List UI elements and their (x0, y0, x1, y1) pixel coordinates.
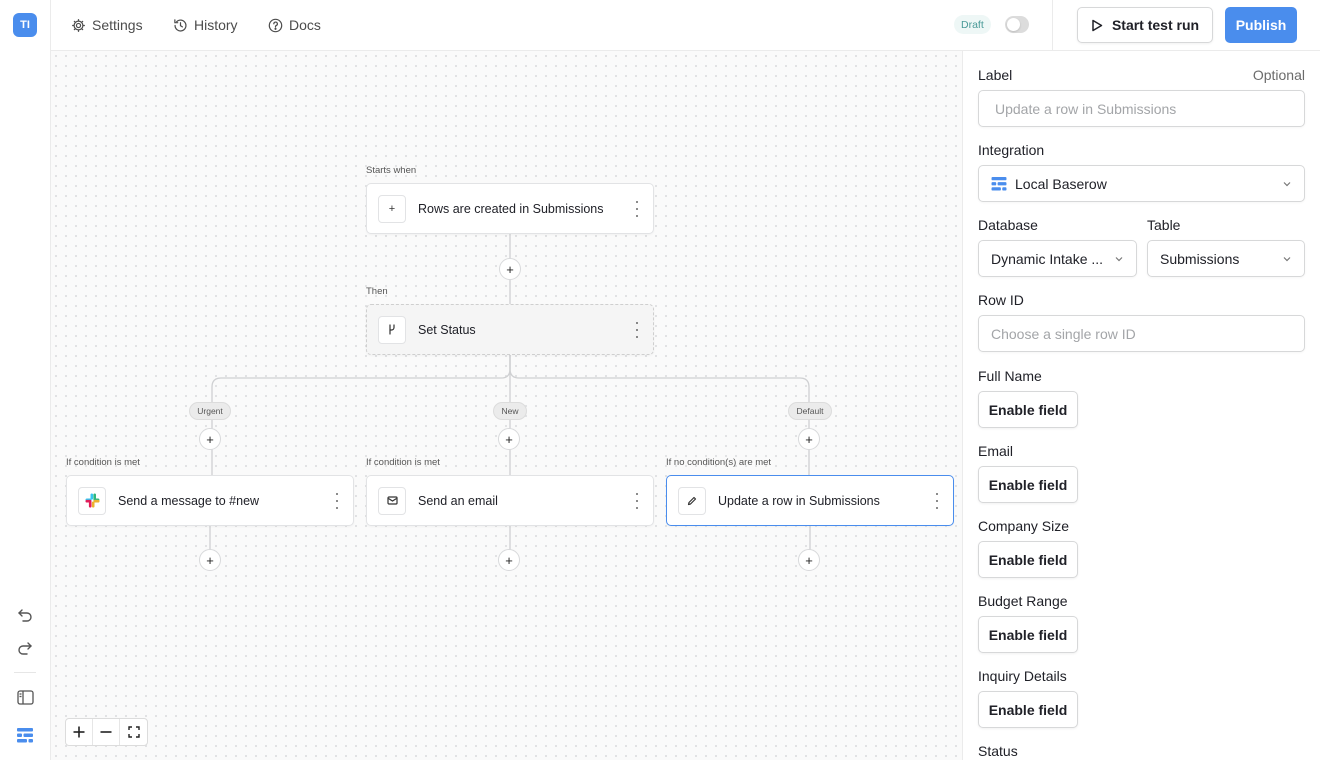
table-field-title: Table (1147, 217, 1181, 233)
draft-status-badge: Draft (954, 15, 991, 34)
router-caption: Then (366, 286, 388, 297)
label-field-title: Label (978, 67, 1013, 83)
settings-label: Settings (92, 17, 143, 33)
chevron-down-icon (1283, 257, 1291, 262)
branch-caption: If no condition(s) are met (666, 457, 772, 468)
integration-value: Local Baserow (1015, 175, 1107, 192)
label-input-placeholder: Update a row in Submissions (995, 100, 1177, 117)
history-link[interactable]: History (173, 15, 238, 35)
slack-icon (78, 486, 106, 515)
redo-icon[interactable] (14, 637, 36, 659)
enable-field-button[interactable]: Enable field (978, 616, 1078, 653)
play-icon (1092, 19, 1103, 31)
node-settings-panel: Label Optional Update a row in Submissio… (962, 51, 1320, 760)
plus-icon: + (378, 194, 406, 223)
database-field-title: Database (978, 217, 1038, 233)
row-id-placeholder: Choose a single row ID (991, 325, 1136, 342)
row-id-input[interactable]: Choose a single row ID (978, 315, 1305, 352)
undo-icon[interactable] (14, 604, 36, 626)
integration-field-title: Integration (978, 142, 1045, 158)
docs-label: Docs (289, 17, 321, 33)
baserow-logo-icon[interactable] (14, 724, 36, 746)
chevron-down-icon (1115, 257, 1123, 262)
field-title-inquiry-details: Inquiry Details (978, 668, 1067, 684)
pencil-icon (678, 486, 706, 515)
integration-select[interactable]: Local Baserow (978, 165, 1305, 202)
trigger-node-label: Rows are created in Submissions (418, 201, 604, 216)
node-menu-icon[interactable] (635, 201, 639, 217)
history-icon (174, 18, 187, 31)
publish-toggle[interactable] (1005, 16, 1029, 33)
branch-pill-urgent[interactable]: Urgent (189, 402, 231, 420)
email-action-label: Send an email (418, 493, 498, 508)
enable-field-button[interactable]: Enable field (978, 466, 1078, 503)
zoom-controls (65, 718, 148, 746)
database-value: Dynamic Intake ... (991, 250, 1104, 267)
branch-icon (378, 315, 406, 344)
start-test-run-label: Start test run (1111, 17, 1200, 33)
slack-action-label: Send a message to #new (118, 493, 260, 508)
add-node-button[interactable]: + (798, 428, 820, 450)
node-menu-icon[interactable] (935, 493, 939, 509)
docs-link[interactable]: Docs (268, 15, 321, 35)
router-node[interactable]: Set Status (366, 304, 654, 355)
email-action-node[interactable]: Send an email (366, 475, 654, 526)
add-node-button[interactable]: + (199, 428, 221, 450)
slack-action-node[interactable]: Send a message to #new (66, 475, 354, 526)
workflow-canvas[interactable]: Starts when + Rows are created in Submis… (51, 51, 962, 760)
label-optional-hint: Optional (1252, 67, 1305, 83)
field-title-email: Email (978, 443, 1014, 459)
node-menu-icon[interactable] (635, 493, 639, 509)
update-row-action-node[interactable]: Update a row in Submissions (666, 475, 954, 526)
database-select[interactable]: Dynamic Intake ... (978, 240, 1137, 277)
zoom-in-icon[interactable] (66, 719, 93, 745)
add-node-button[interactable]: + (498, 428, 520, 450)
add-node-button[interactable]: + (798, 549, 820, 571)
row-id-field-title: Row ID (978, 292, 1024, 308)
enable-field-button[interactable]: Enable field (978, 541, 1078, 578)
update-row-action-label: Update a row in Submissions (718, 493, 880, 508)
zoom-out-icon[interactable] (93, 719, 120, 745)
router-node-label: Set Status (418, 322, 476, 337)
workspace-avatar[interactable]: TI (13, 13, 37, 37)
add-node-button[interactable]: + (199, 549, 221, 571)
publish-button[interactable]: Publish (1225, 7, 1297, 43)
history-label: History (194, 17, 238, 33)
topbar-divider (1052, 0, 1053, 51)
left-rail: TI (0, 0, 51, 760)
settings-link[interactable]: Settings (71, 15, 143, 35)
field-title-full-name: Full Name (978, 368, 1042, 384)
add-node-button[interactable]: + (498, 549, 520, 571)
gear-icon (72, 18, 85, 32)
fit-view-icon[interactable] (120, 719, 147, 745)
enable-field-button[interactable]: Enable field (978, 691, 1078, 728)
top-bar: Settings History Docs Draft Start test r… (51, 0, 1320, 51)
branch-pill-default[interactable]: Default (788, 402, 832, 420)
field-title-budget-range: Budget Range (978, 593, 1068, 609)
branch-caption: If condition is met (366, 457, 440, 468)
trigger-caption: Starts when (366, 165, 417, 176)
branch-caption: If condition is met (66, 457, 140, 468)
table-select[interactable]: Submissions (1147, 240, 1305, 277)
help-circle-icon (268, 18, 283, 32)
node-menu-icon[interactable] (635, 322, 639, 338)
field-title-status: Status (978, 743, 1018, 759)
chevron-down-icon (1283, 182, 1291, 187)
add-node-button[interactable]: + (499, 258, 521, 280)
field-title-company-size: Company Size (978, 518, 1070, 534)
sidebar-toggle-icon[interactable] (14, 686, 36, 708)
table-value: Submissions (1160, 250, 1240, 267)
workflow-edges (209, 234, 811, 551)
baserow-logo-icon (991, 176, 1007, 191)
rail-divider (14, 672, 36, 673)
label-input[interactable]: Update a row in Submissions (978, 90, 1305, 127)
start-test-run-button[interactable]: Start test run (1077, 7, 1213, 43)
mail-icon (378, 486, 406, 515)
node-menu-icon[interactable] (335, 493, 339, 509)
enable-field-button[interactable]: Enable field (978, 391, 1078, 428)
branch-pill-new[interactable]: New (493, 402, 527, 420)
trigger-node[interactable]: + Rows are created in Submissions (366, 183, 654, 234)
